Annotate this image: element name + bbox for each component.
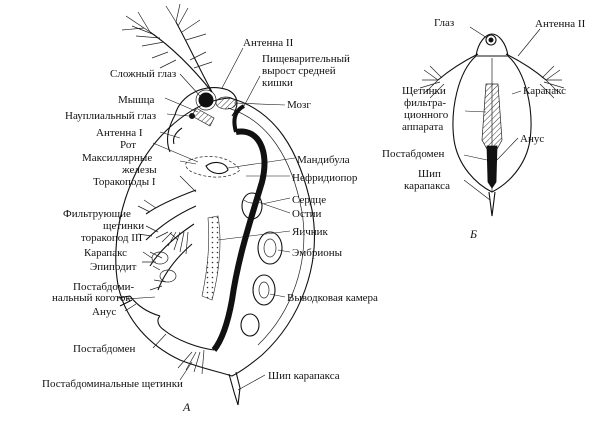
fig-b-label-spine-line-1: Шип	[418, 168, 441, 180]
figure-b-caption: Б	[469, 227, 477, 241]
label-nauplial-eye: Науплиальный глаз	[65, 110, 156, 122]
fig-b-postabdomen-drawing	[486, 145, 498, 189]
label-digestive-outgrowth-line-1: Пищеварительный	[262, 53, 350, 65]
carapace-inner-line	[227, 107, 305, 346]
fig-b-label-filter-setae-line-3: ционного	[404, 109, 449, 121]
label-carapace: Карапакс	[84, 247, 127, 259]
antenna-2-drawing	[121, 3, 213, 93]
fig-b-label-anus: Анус	[520, 133, 544, 145]
fig-b-label-filter-setae-line-2: фильтра-	[404, 97, 446, 109]
brain-shape	[215, 96, 237, 110]
label-thoracopods-1: Торакоподы I	[93, 176, 156, 188]
fig-b-label-eye: Глаз	[434, 17, 454, 29]
gut-drawing	[211, 128, 268, 352]
label-postabdominal-setae: Постабдоминальные щетинки	[42, 378, 183, 390]
label-brain: Мозг	[287, 99, 311, 111]
compound-eye-ring	[195, 89, 217, 111]
label-epipodite: Эпиподит	[90, 261, 137, 273]
label-filter-setae-line-2: щетинки	[103, 220, 144, 232]
label-antenna-2: Антенна II	[243, 37, 294, 49]
fig-b-label-spine-line-2: карапакса	[404, 180, 450, 192]
embryos-drawing	[240, 231, 283, 337]
label-embryos: Эмбрионы	[292, 247, 343, 259]
fig-b-antenna-right-drawing	[505, 53, 565, 99]
fig-b-label-carapace: Карапакс	[523, 85, 566, 97]
thoracopods-drawing	[137, 189, 197, 291]
fig-b-antenna-left-drawing	[419, 53, 479, 99]
label-nephridiopore: Нефридиопор	[292, 172, 358, 184]
label-filter-setae-line-3: торакопод III	[81, 232, 143, 244]
fig-b-eye-core	[488, 37, 494, 43]
label-brood-chamber: Выводковая камера	[287, 292, 378, 304]
fig-b-head-outline	[475, 33, 509, 57]
label-filter-setae-line-1: Фильтрующие	[63, 208, 131, 220]
label-postabdominal-claw-line-2: нальный коготок	[52, 292, 131, 304]
ostia-drawing	[243, 199, 261, 204]
figure-a-leader-lines	[124, 47, 296, 391]
label-digestive-outgrowth-line-3: кишки	[262, 77, 293, 89]
head-outline	[166, 87, 238, 153]
epipodite-shape-2	[159, 269, 177, 283]
label-compound-eye: Сложный глаз	[110, 68, 176, 80]
figure-b-drawing	[419, 33, 565, 217]
label-maxillary-glands-line-2: железы	[121, 164, 157, 176]
fig-b-label-filter-setae-line-4: аппарата	[402, 121, 443, 133]
label-maxillary-glands-line-1: Максиллярные	[82, 152, 152, 164]
fig-b-label-postabdomen: Постабдомен	[382, 148, 444, 160]
postabdominal-claw-drawing	[117, 295, 133, 307]
epipodite-shape	[151, 251, 169, 265]
label-carapace-spine: Шип карапакса	[268, 370, 340, 382]
figure-b-leader-lines	[463, 26, 541, 201]
figure-a-caption: А	[182, 400, 191, 414]
label-ostia: Остии	[292, 208, 322, 220]
maxillary-glands-drawing	[185, 156, 241, 178]
label-mandible: Мандибула	[297, 154, 350, 166]
fig-b-spine-drawing	[488, 191, 496, 217]
label-anus: Анус	[92, 306, 116, 318]
label-heart: Сердце	[292, 194, 326, 206]
label-postabdomen: Постабдомен	[73, 343, 135, 355]
figure-b-labels: Глаз Антенна II Щетинки фильтра- ционног…	[382, 17, 586, 192]
label-muscle: Мышца	[118, 94, 155, 106]
figure-a-drawing	[115, 3, 315, 406]
label-ovary: Яичник	[292, 226, 329, 238]
fig-b-eye-shape	[485, 34, 497, 46]
postabdomen-drawing	[129, 295, 215, 351]
heart-shape	[241, 192, 263, 220]
fig-b-label-filter-setae-line-1: Щетинки	[402, 85, 446, 97]
label-mouth: Рот	[120, 139, 136, 151]
compound-eye-shape	[198, 92, 214, 108]
mandible-drawing	[205, 161, 229, 175]
fig-b-label-antenna-2: Антенна II	[535, 18, 586, 30]
label-antenna-1: Антенна I	[96, 127, 143, 139]
carapace-spine	[228, 371, 241, 406]
antenna-1-drawing	[172, 127, 183, 145]
label-postabdominal-claw-line-1: Постабдоми-	[73, 281, 134, 293]
carapace-outline	[115, 97, 315, 377]
ovary-drawing	[201, 215, 221, 301]
muscle-drawing	[191, 107, 215, 127]
digestive-outgrowth-drawing	[232, 104, 246, 133]
figure-a-labels: Антенна II Пищеварительный вырост средне…	[42, 37, 378, 390]
postabdominal-setae-drawing	[177, 349, 205, 375]
label-digestive-outgrowth-line-2: вырост средней	[262, 65, 336, 77]
